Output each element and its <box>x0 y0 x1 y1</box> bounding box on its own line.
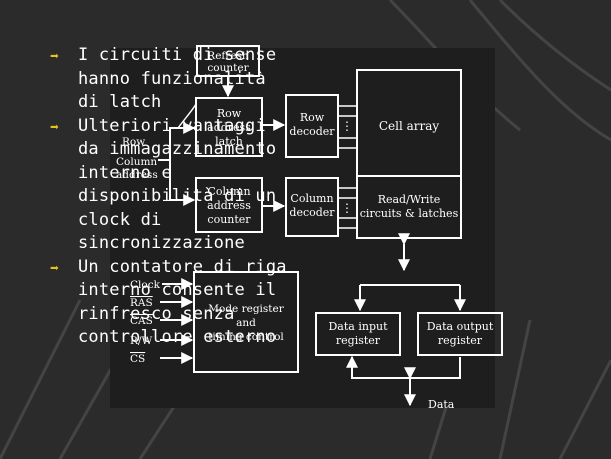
signal-rw: R/W <box>130 335 152 347</box>
row-bus-lines: ⋮ <box>338 105 356 149</box>
data-bus-label: Data <box>428 398 455 411</box>
column-address-counter-block: Column address counter <box>195 177 263 233</box>
arrow-right-icon: ➡ <box>50 258 60 277</box>
bullet-item: ➡ Ulteriori vantaggi da immagazzinamento… <box>50 115 380 256</box>
row-decoder-label-1: Row <box>300 111 325 124</box>
column-decoder-label-2: decoder <box>289 206 335 219</box>
control-signals: Clock RAS CAS R/W CS <box>130 278 194 365</box>
signal-cas: CAS <box>130 315 153 327</box>
signal-cs: CS <box>130 353 145 365</box>
row-decoder-label-2: decoder <box>289 125 335 138</box>
signal-clock: Clock <box>130 279 161 291</box>
bullet-text: Un contatore di riga interno consente il… <box>78 256 287 348</box>
column-address-input-label-1: Column <box>116 156 157 168</box>
column-decoder-label-1: Column <box>290 192 333 205</box>
svg-text:⋮: ⋮ <box>341 201 353 215</box>
mode-register-block: Mode register and timing control <box>193 271 299 373</box>
data-output-register-block: Data output register <box>417 312 503 356</box>
data-output-register-label-1: Data output <box>427 320 494 333</box>
row-address-latch-label-2: address <box>207 121 251 134</box>
read-write-label-2: circuits & latches <box>360 207 459 220</box>
row-decoder-block: Row decoder <box>285 94 339 158</box>
bullet-list: ➡ I circuiti di sense hanno funzionalità… <box>50 44 380 350</box>
signal-ras: RAS <box>130 297 153 309</box>
read-write-label-1: Read/Write <box>378 193 441 206</box>
cell-array-label: Cell array <box>379 119 440 133</box>
refresh-counter-label-2: counter <box>207 62 249 74</box>
mode-register-label-2: and <box>236 317 256 329</box>
column-address-counter-label-2: address <box>207 199 251 212</box>
data-output-register-label-2: register <box>438 334 483 347</box>
bullet-text: Ulteriori vantaggi da immagazzinamento i… <box>78 115 277 254</box>
row-address-latch-label-1: Row <box>217 107 242 120</box>
column-decoder-block: Column decoder <box>285 177 339 237</box>
row-address-latch-label-3: latch <box>215 135 243 148</box>
mode-register-label-3: timing control <box>208 331 284 343</box>
row-address-input-label-1: Row <box>122 136 145 148</box>
svg-text:⋮: ⋮ <box>341 119 353 133</box>
data-input-register-block: Data input register <box>315 312 401 356</box>
row-address-latch-block: Row address latch <box>195 97 263 157</box>
arrow-right-icon: ➡ <box>50 47 60 65</box>
column-address-counter-label-3: counter <box>207 213 251 226</box>
data-input-register-label-1: Data input <box>328 320 388 333</box>
column-address-input-label-2: address <box>116 169 158 181</box>
column-bus-lines: ⋮ <box>338 187 356 229</box>
mode-register-label-1: Mode register <box>208 303 284 315</box>
column-address-counter-label-1: Column <box>207 185 250 198</box>
refresh-counter-label-1: Refresh <box>207 50 249 62</box>
data-input-register-label-2: register <box>336 334 381 347</box>
bullet-text: I circuiti di sense hanno funzionalità d… <box>78 45 277 112</box>
arrow-right-icon: ➡ <box>50 117 60 136</box>
bullet-item: ➡ I circuiti di sense hanno funzionalità… <box>50 44 380 115</box>
bullet-item: ➡ Un contatore di riga interno consente … <box>50 256 380 350</box>
